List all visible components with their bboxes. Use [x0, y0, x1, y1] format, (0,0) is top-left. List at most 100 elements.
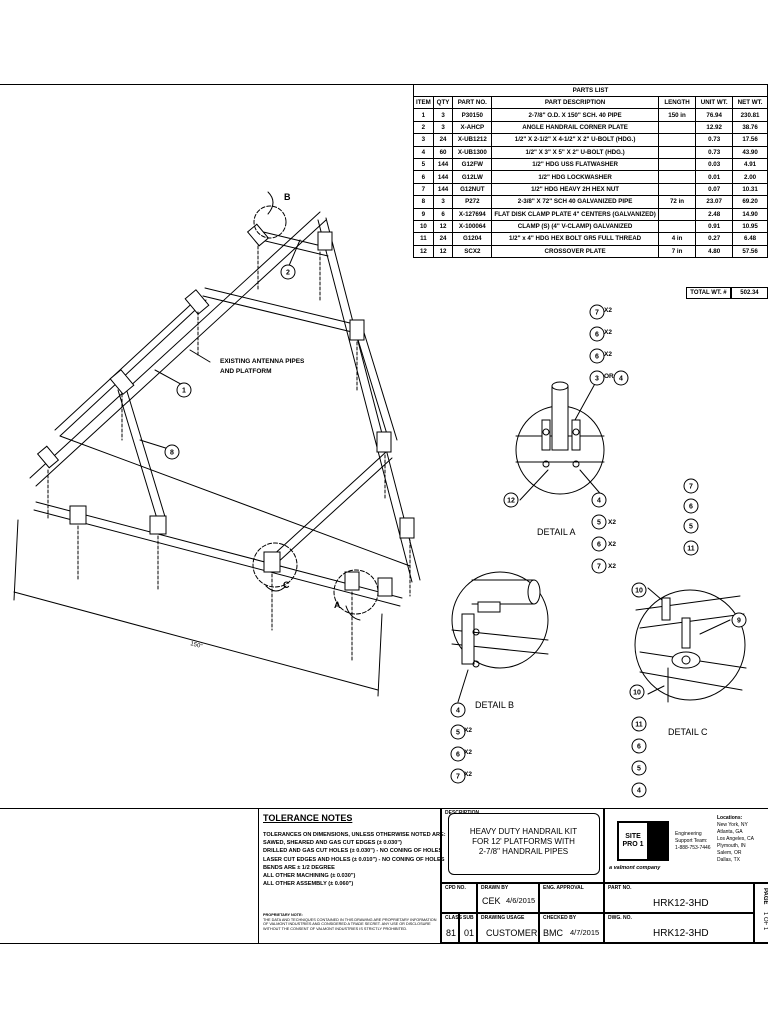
balloon-7: 7 — [589, 304, 605, 320]
view-c-label: C — [283, 580, 290, 590]
balloon-4: 4 — [631, 782, 647, 798]
parts-cell-unit-wt: 23.07 — [695, 195, 734, 209]
parts-cell-part-no: SCX2 — [452, 244, 493, 259]
parts-cell-part-no: X-UB1212 — [452, 133, 493, 147]
balloon-number: 7 — [689, 484, 693, 491]
checked-date: 4/7/2015 — [570, 928, 600, 937]
description-line: HEAVY DUTY HANDRAIL KIT — [469, 827, 578, 836]
balloon-number: 6 — [456, 752, 460, 759]
balloon-number: 7 — [595, 310, 599, 317]
parts-cell-description: CROSSOVER PLATE — [491, 244, 659, 259]
x2-label: X2 — [608, 541, 616, 548]
balloon-2: 2 — [280, 264, 296, 280]
detail-b-title: DETAIL B — [475, 700, 514, 710]
parts-cell-length — [657, 207, 697, 221]
parts-cell-length — [657, 182, 697, 197]
tolerance-line: TOLERANCES ON DIMENSIONS, UNLESS OTHERWI… — [263, 832, 446, 838]
balloon-6: 6 — [683, 498, 699, 514]
eng-label-1: Engineering — [675, 831, 702, 837]
parts-cell-item: 11 — [413, 232, 434, 246]
location-item: Atlanta, GA — [717, 829, 743, 835]
location-item: New York, NY — [717, 822, 748, 828]
parts-cell-unit-wt: 0.07 — [695, 182, 734, 197]
balloon-number: 6 — [637, 744, 641, 751]
class-label: CLASS — [445, 915, 462, 921]
balloon-5: 5 — [683, 518, 699, 534]
location-item: Salem, OR — [717, 850, 742, 856]
balloon-number: 5 — [689, 524, 693, 531]
balloon-6: 6 — [591, 536, 607, 552]
parts-cell-net-wt: 10.31 — [732, 182, 768, 197]
balloon-10: 10 — [631, 582, 647, 598]
dimension-label: 150" — [189, 641, 202, 650]
tolerance-title: TOLERANCE NOTES — [263, 813, 353, 823]
leader-existing — [189, 349, 211, 363]
parts-cell-item: 12 — [413, 244, 434, 259]
balloon-8: 8 — [164, 444, 180, 460]
parts-cell-net-wt: 10.95 — [732, 219, 768, 234]
parts-cell-unit-wt: 0.91 — [695, 219, 734, 234]
drawn-date: 4/6/2015 — [506, 896, 536, 905]
description-line: 2-7/8" HANDRAIL PIPES — [478, 847, 569, 856]
drawn-by-cell: DRAWN BY CEK 4/6/2015 — [477, 883, 539, 913]
crossover-pipe-1 — [117, 387, 167, 523]
page-value: 1 OF 1 — [762, 912, 768, 931]
detail-a-view — [515, 379, 605, 501]
locations-title: Locations: — [717, 815, 743, 821]
detail-c-view — [634, 587, 747, 703]
x2-label: X2 — [604, 329, 612, 336]
eng-label-2: Support Team: — [675, 838, 708, 844]
balloon-number: 7 — [597, 564, 601, 571]
parts-cell-part-no: X-100064 — [452, 219, 493, 234]
total-weight-row: TOTAL WT. # 502.34 — [686, 287, 768, 299]
view-b-label: B — [284, 192, 291, 202]
parts-cell-item: 4 — [413, 145, 434, 159]
drawing-usage-cell: DRAWING USAGE CUSTOMER — [477, 913, 539, 943]
balloon-4: 4 — [613, 370, 629, 386]
drawing-usage: CUSTOMER — [486, 928, 538, 938]
part-no-cell: PART NO. HRK12-3HD — [604, 883, 754, 913]
proprietary-title: PROPRIETARY NOTE: — [263, 913, 303, 917]
balloon-number: 8 — [170, 450, 174, 457]
parts-cell-part-no: G12NUT — [452, 182, 493, 197]
parts-cell-item: 5 — [413, 157, 434, 172]
balloon-10: 10 — [629, 684, 645, 700]
detail-a-marker — [333, 569, 379, 615]
eng-approval-cell: ENG. APPROVAL — [539, 883, 604, 913]
parts-cell-description: CLAMP (S) (4" V-CLAMP) GALVANIZED — [491, 219, 659, 234]
view-c-arrow — [265, 585, 287, 592]
existing-pipes-callout-1: EXISTING ANTENNA PIPES — [220, 358, 305, 365]
tolerance-lines: TOLERANCES ON DIMENSIONS, UNLESS OTHERWI… — [263, 831, 446, 888]
parts-cell-length: 4 in — [657, 232, 697, 246]
balloon-number: 1 — [182, 388, 186, 395]
class-cell: CLASS 81 — [441, 913, 462, 943]
parts-cell-part-no: X-AHCP — [452, 120, 493, 135]
balloon-number: 5 — [456, 730, 460, 737]
view-a-label: A — [334, 600, 341, 610]
balloon-6: 6 — [450, 746, 466, 762]
tolerance-notes-box: TOLERANCE NOTES TOLERANCES ON DIMENSIONS… — [258, 809, 446, 943]
balloon-number: 11 — [635, 722, 643, 729]
parts-cell-length — [657, 120, 697, 135]
sub-value: 01 — [464, 928, 475, 938]
tolerance-line: DRILLED AND GAS CUT HOLES (± 0.030") - N… — [263, 848, 443, 855]
clamp-assemblies — [36, 223, 415, 597]
location-item: Dallas, TX — [717, 857, 740, 863]
dwg-no-label: DWG. NO. — [608, 915, 632, 921]
balloon-5: 5 — [591, 514, 607, 530]
sub-cell: SUB 01 — [459, 913, 477, 943]
parts-cell-part-no: G1204 — [452, 232, 493, 246]
view-b-arrow — [267, 191, 274, 215]
parts-cell-length — [657, 219, 697, 234]
parts-cell-item: 6 — [413, 170, 434, 184]
balloon-7: 7 — [450, 768, 466, 784]
dwg-no: HRK12-3HD — [653, 928, 709, 939]
